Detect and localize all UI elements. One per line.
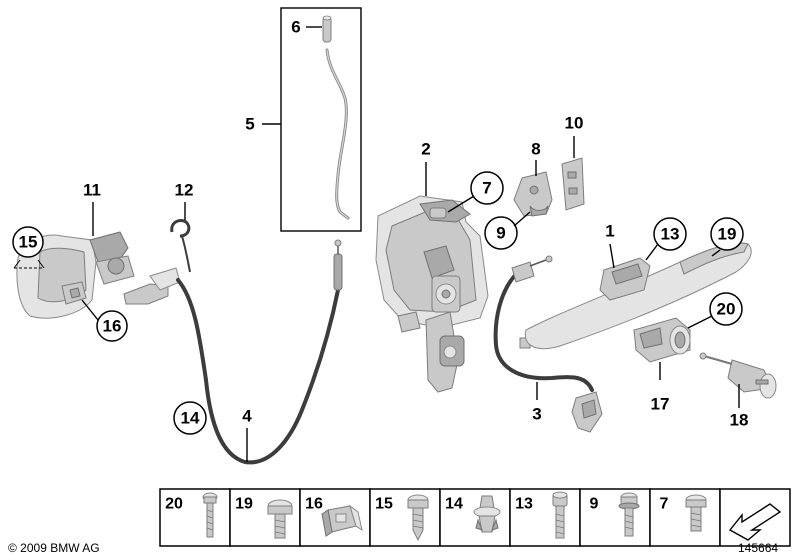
callout-circle-7 xyxy=(470,171,504,205)
callout-circle-16 xyxy=(96,310,128,342)
cable-part-4 xyxy=(176,239,343,465)
lock-cylinder-part-17 xyxy=(633,317,691,363)
callout-4: 4 xyxy=(242,407,252,426)
callout-17: 17 xyxy=(651,395,670,414)
callout-circle-13 xyxy=(653,217,687,251)
strip-cell-9 xyxy=(579,488,651,547)
cable-part-12 xyxy=(170,218,191,273)
lock-motor xyxy=(431,275,461,313)
callout-6: 6 xyxy=(291,18,300,37)
leader-20 xyxy=(687,315,713,329)
door-lock-part-2 xyxy=(375,195,489,393)
strip-label-16: 16 xyxy=(305,496,323,513)
strip-cell-7 xyxy=(649,488,721,547)
strip-cell-13 xyxy=(509,488,581,547)
strip-label-7: 7 xyxy=(660,496,669,513)
strip-label-9: 9 xyxy=(590,496,599,513)
fastener-strip: 20 19 16 15 14 13 9 7 xyxy=(159,488,791,547)
strip-cell-14 xyxy=(439,488,511,547)
long-bolt-icon xyxy=(202,492,218,538)
socket-head-bolt-icon xyxy=(552,491,568,539)
callout-circle-9 xyxy=(484,216,518,250)
plate-part-10 xyxy=(561,157,585,211)
copyright-text: © 2009 BMW AG xyxy=(8,541,100,555)
callout-11: 11 xyxy=(83,181,101,200)
callout-12: 12 xyxy=(175,181,194,200)
callout-20: 20 xyxy=(717,300,736,319)
strip-label-19: 19 xyxy=(235,496,253,513)
rod-part-5 xyxy=(325,48,350,220)
diagram-number: 145664 xyxy=(738,541,778,555)
spring-nut-clip-icon xyxy=(321,504,363,537)
bracket-part xyxy=(123,267,181,305)
callout-10: 10 xyxy=(565,114,584,133)
callout-circle-14 xyxy=(173,401,207,435)
leader-13 xyxy=(645,243,659,261)
callout-1: 1 xyxy=(605,222,614,241)
lock-insert-part-18 xyxy=(699,352,777,399)
callout-circle-20 xyxy=(709,292,743,326)
callout-18: 18 xyxy=(730,411,749,430)
leader-9 xyxy=(513,211,531,227)
callout-9: 9 xyxy=(496,224,505,243)
callout-3: 3 xyxy=(532,405,541,424)
callout-8: 8 xyxy=(531,140,540,159)
callout-16: 16 xyxy=(103,317,122,336)
callout-2: 2 xyxy=(421,140,430,159)
handle-carrier-part-11 xyxy=(16,231,135,319)
callout-circle-19 xyxy=(710,217,744,251)
leader-16 xyxy=(81,299,99,321)
strip-label-13: 13 xyxy=(515,496,533,513)
pin-part-6 xyxy=(322,15,332,43)
bowden-cable-part-3 xyxy=(493,255,603,433)
callout-19: 19 xyxy=(718,225,737,244)
torx-bolt-icon xyxy=(618,492,640,537)
button-head-bolt-icon xyxy=(685,494,707,532)
callout-13: 13 xyxy=(661,225,680,244)
leader-19 xyxy=(711,249,721,257)
rod-assembly-group: 5 6 xyxy=(245,7,362,232)
strip-label-14: 14 xyxy=(445,496,463,513)
outside-handle-part-1 xyxy=(524,242,752,350)
leader-7 xyxy=(447,195,475,213)
strip-cell-15 xyxy=(369,488,441,547)
callout-14: 14 xyxy=(181,409,200,428)
leader-1 xyxy=(609,243,615,269)
self-tapping-screw-icon xyxy=(407,494,429,542)
strip-label-20: 20 xyxy=(165,496,183,513)
callout-circle-15 xyxy=(12,226,44,258)
pan-head-screw-icon xyxy=(267,499,293,539)
strip-label-15: 15 xyxy=(375,496,393,513)
callout-7: 7 xyxy=(482,179,491,198)
diagram-arrow-icon xyxy=(728,503,782,541)
callout-15: 15 xyxy=(19,233,38,252)
group-frame xyxy=(280,7,362,232)
bracket-part-8 xyxy=(513,171,553,217)
plastic-expanding-rivet-icon xyxy=(473,495,501,533)
callout-5: 5 xyxy=(245,115,254,134)
